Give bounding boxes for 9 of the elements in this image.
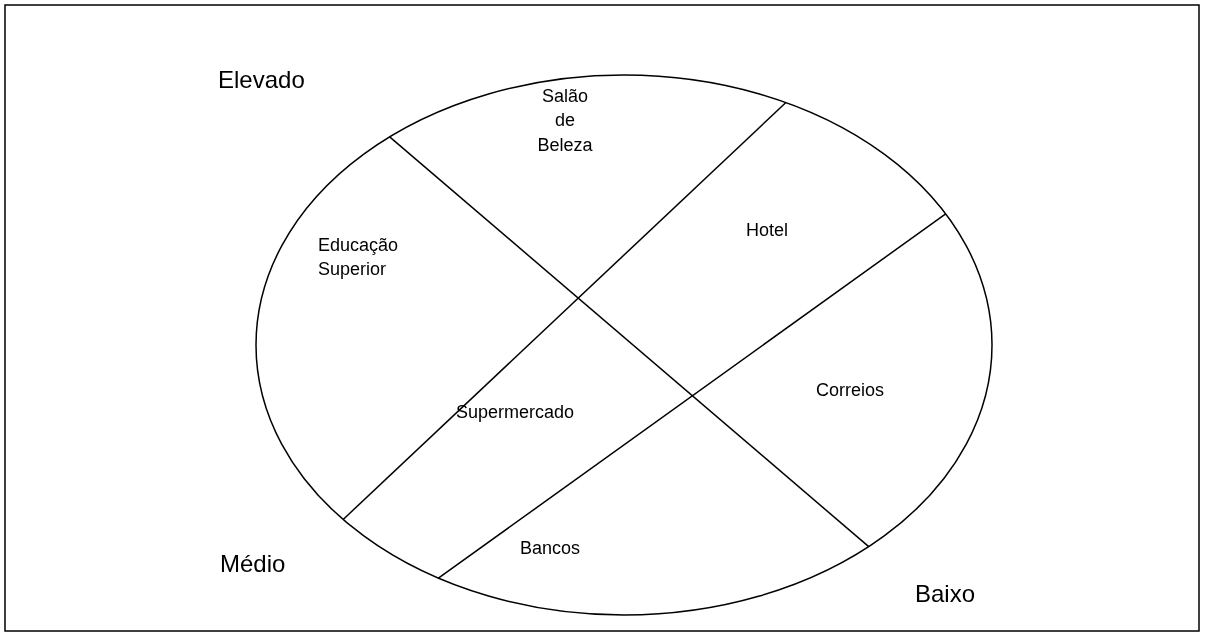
region-label: Supermercado (454, 401, 576, 424)
level-label: Médio (220, 549, 287, 579)
region-label: Correios (815, 379, 885, 402)
region-label: Bancos (518, 537, 581, 560)
level-label: Elevado (218, 65, 306, 95)
region-label: Educação Superior (318, 234, 400, 282)
level-label: Baixo (915, 579, 977, 609)
region-label: Salão de Beleza (536, 85, 594, 157)
region-label: Hotel (745, 219, 789, 242)
